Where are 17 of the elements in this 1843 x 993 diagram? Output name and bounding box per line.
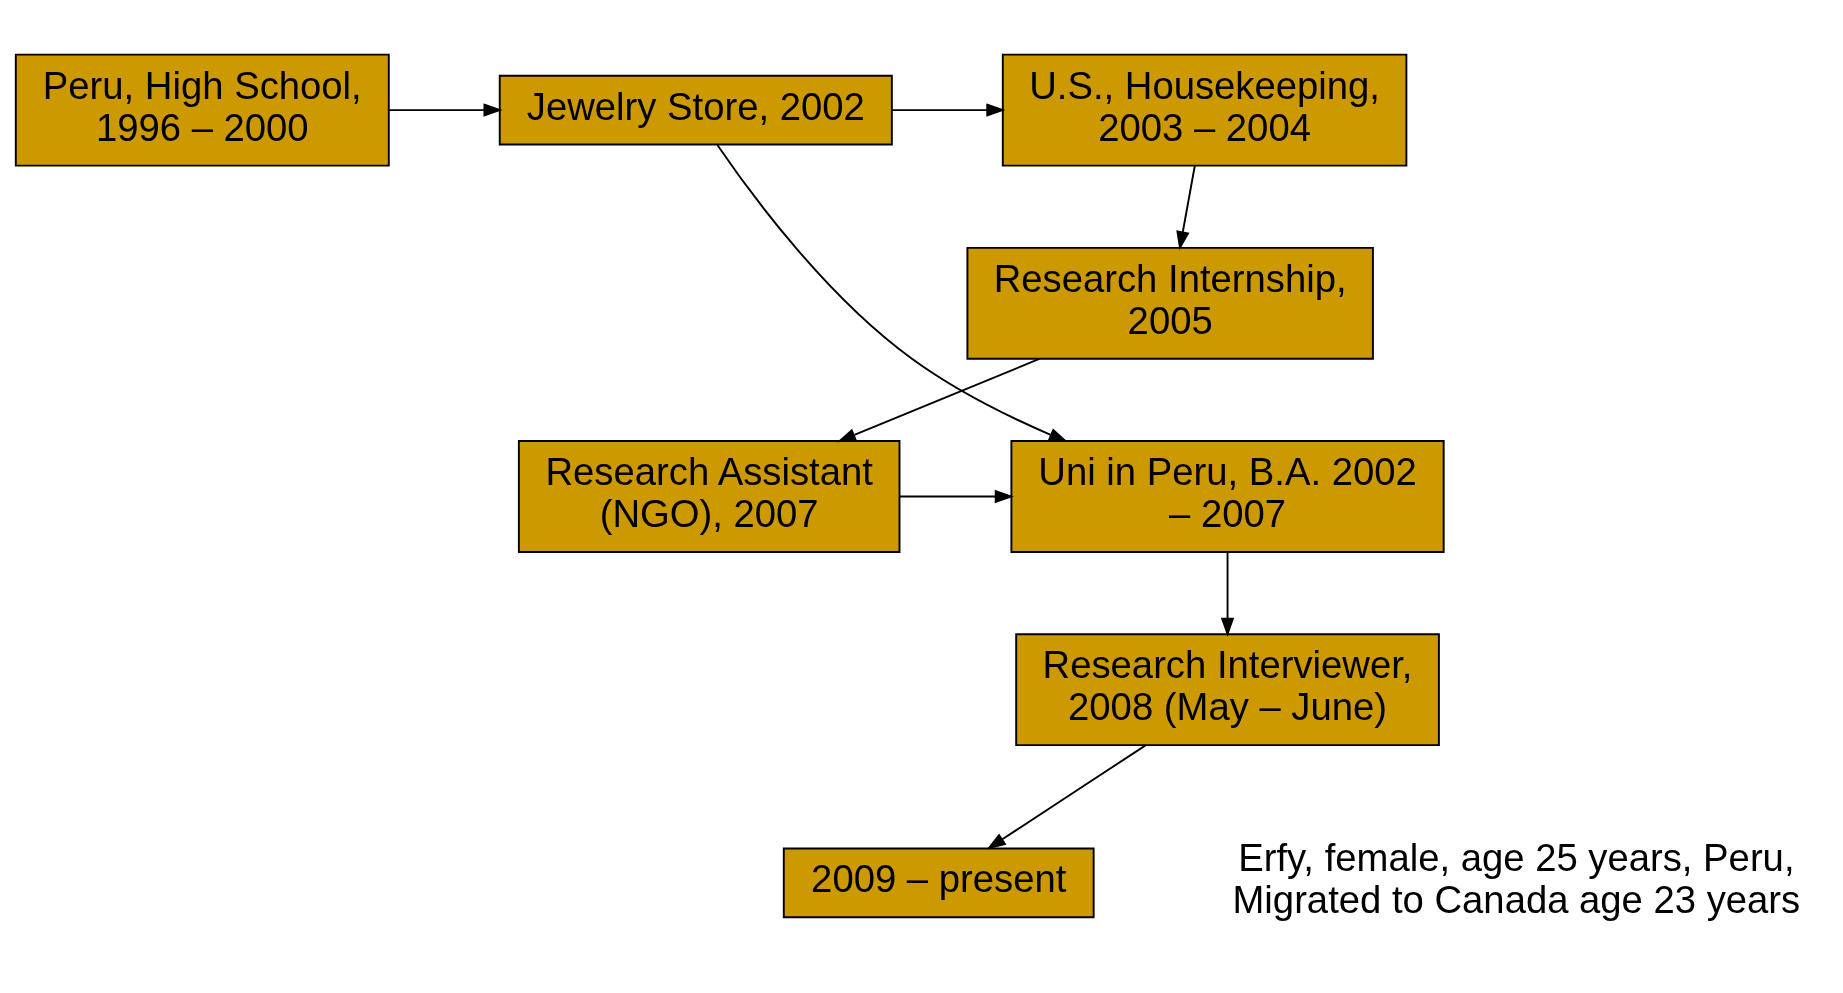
arrow [387,103,503,117]
arrow [716,144,1068,442]
node-box: 2009 – present [782,847,1095,919]
arrow [891,103,1006,117]
arrow [898,489,1014,504]
arrow [836,358,1041,443]
arrow [1220,551,1235,637]
node-box: Research Internship, 2005 [966,246,1374,360]
arrow [1176,164,1196,251]
node-box: Jewelry Store, 2002 [498,74,893,146]
node-box: Peru, High School, 1996 – 2000 [14,53,390,167]
label: Erfy, female, age 25 years, Peru, Migrated to Canada age 23 years [1232,836,1801,922]
node-box: Research Interviewer, 2008 (May – June) [1015,633,1440,747]
node-box: U.S., Housekeeping, 2003 – 2004 [1001,53,1408,167]
node-box: Research Assistant (NGO), 2007 [517,440,901,553]
node-box: Uni in Peru, B.A. 2002 – 2007 [1010,440,1445,553]
arrow [986,744,1147,850]
